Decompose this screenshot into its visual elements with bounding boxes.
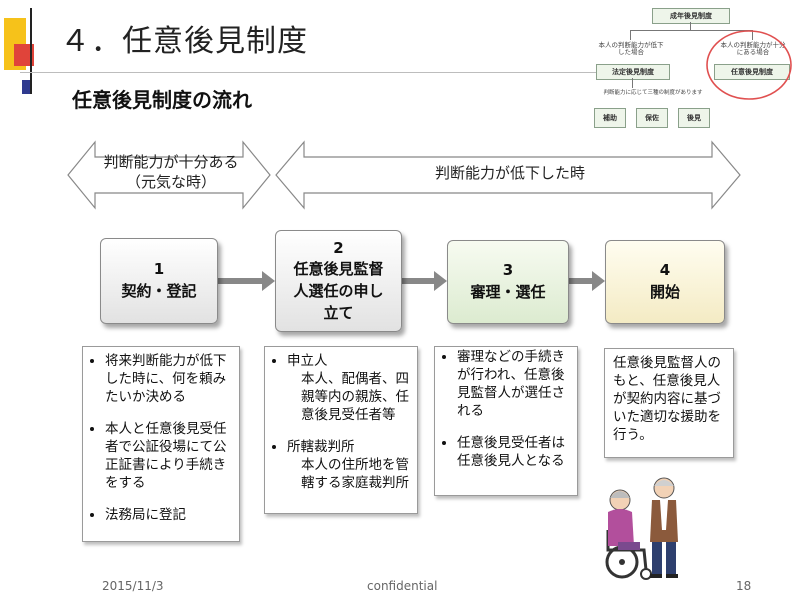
title-underline xyxy=(20,72,600,73)
step-number: 4 xyxy=(659,261,671,280)
footer-page-number: 18 xyxy=(736,579,752,593)
arrow-label-left-line2: （元気な時） xyxy=(125,173,216,192)
mini-leaf-2: 保佐 xyxy=(636,108,668,128)
arrow-label-right: 判断能力が低下した時 xyxy=(434,164,585,182)
vertical-rule xyxy=(30,8,32,94)
deco-red-block xyxy=(14,44,34,66)
step-label: 人選任の申し xyxy=(293,282,384,300)
mini-connector xyxy=(632,78,633,88)
detail-item: 法務局に登記 xyxy=(105,507,235,525)
deco-navy-block xyxy=(22,80,32,94)
mini-left-condition: 本人の判断能力が低下した場合 xyxy=(598,41,664,57)
left-double-arrow xyxy=(67,140,271,210)
mini-connector xyxy=(630,30,631,40)
page-subtitle: 任意後見制度の流れ xyxy=(72,88,252,112)
detail-box-4: 任意後見監督人のもと、任意後見人が契約内容に基づいた適切な援助を行う。 xyxy=(604,348,734,458)
detail-box-1: 将来判断能力が低下した時に、何を頼みたいか決める 本人と任意後見受任者で公証役場… xyxy=(82,346,240,542)
detail-item: 所轄裁判所 本人の住所地を管轄する家庭裁判所 xyxy=(287,439,413,493)
right-double-arrow xyxy=(275,140,741,210)
mini-left-box: 法定後見制度 xyxy=(596,64,670,80)
step-1-box: 1 契約・登記 xyxy=(100,238,218,324)
mini-org-chart: 成年後見制度 本人の判断能力が低下した場合 本人の判断能力が十分にある場合 法定… xyxy=(590,4,795,136)
connector-arrow-1 xyxy=(216,271,275,291)
step-label: 任意後見監督 xyxy=(293,260,384,279)
step-label: 審理・選任 xyxy=(470,283,546,301)
step-number: 3 xyxy=(502,261,514,280)
detail-item: 将来判断能力が低下した時に、何を頼みたいか決める xyxy=(105,353,235,407)
detail-item: 審理などの手続きが行われ、任意後見監督人が選任される xyxy=(457,349,573,421)
step-3-box: 3 審理・選任 xyxy=(447,240,569,324)
detail-item-body: 本人、配偶者、四親等内の親族、任意後見受任者等 xyxy=(301,370,409,423)
arrow-label-left-line1: 判断能力が十分ある xyxy=(103,153,239,171)
detail-item: 申立人 本人、配偶者、四親等内の親族、任意後見受任者等 xyxy=(287,353,413,425)
mini-connector xyxy=(630,30,752,31)
mini-leaf-3: 後見 xyxy=(678,108,710,128)
detail-item-body: 本人の住所地を管轄する家庭裁判所 xyxy=(301,456,409,491)
detail-item-head: 申立人 xyxy=(287,353,328,369)
step-4-box: 4 開始 xyxy=(605,240,725,324)
detail-box-2: 申立人 本人、配偶者、四親等内の親族、任意後見受任者等 所轄裁判所 本人の住所地… xyxy=(264,346,418,514)
detail-box-3: 審理などの手続きが行われ、任意後見監督人が選任される 任意後見受任者は任意後見人… xyxy=(434,346,578,496)
mini-top-box: 成年後見制度 xyxy=(652,8,730,24)
detail-item: 本人と任意後見受任者で公証役場にて公正証書により手続きをする xyxy=(105,421,235,493)
step-label: 立て xyxy=(323,303,354,322)
step-label: 契約・登記 xyxy=(121,282,197,300)
arrow-label-left: 判断能力が十分ある （元気な時） xyxy=(76,152,266,193)
step-label: 開始 xyxy=(649,283,680,301)
mini-right-condition: 本人の判断能力が十分にある場合 xyxy=(720,41,786,57)
detail-item-head: 所轄裁判所 xyxy=(287,438,355,455)
page-title: ４．任意後見制度 xyxy=(60,24,308,59)
highlight-circle xyxy=(706,30,792,100)
elderly-couple-wheelchair-icon xyxy=(605,477,678,580)
connector-arrow-2 xyxy=(400,271,447,291)
step-number: 2 xyxy=(333,238,344,257)
detail-item: 任意後見受任者は任意後見人となる xyxy=(457,435,573,471)
step-number: 1 xyxy=(153,260,165,279)
mini-connector xyxy=(752,30,753,40)
mini-connector xyxy=(690,22,691,30)
connector-arrow-3 xyxy=(567,271,605,291)
mini-leaf-1: 補助 xyxy=(594,108,626,128)
footer-confidential: confidential xyxy=(367,579,438,593)
footer-date: 2015/11/3 xyxy=(102,579,164,593)
step-2-box: 2 任意後見監督 人選任の申し 立て xyxy=(275,230,402,332)
mini-note: 判断能力に応じて三種の制度があります xyxy=(603,90,703,96)
